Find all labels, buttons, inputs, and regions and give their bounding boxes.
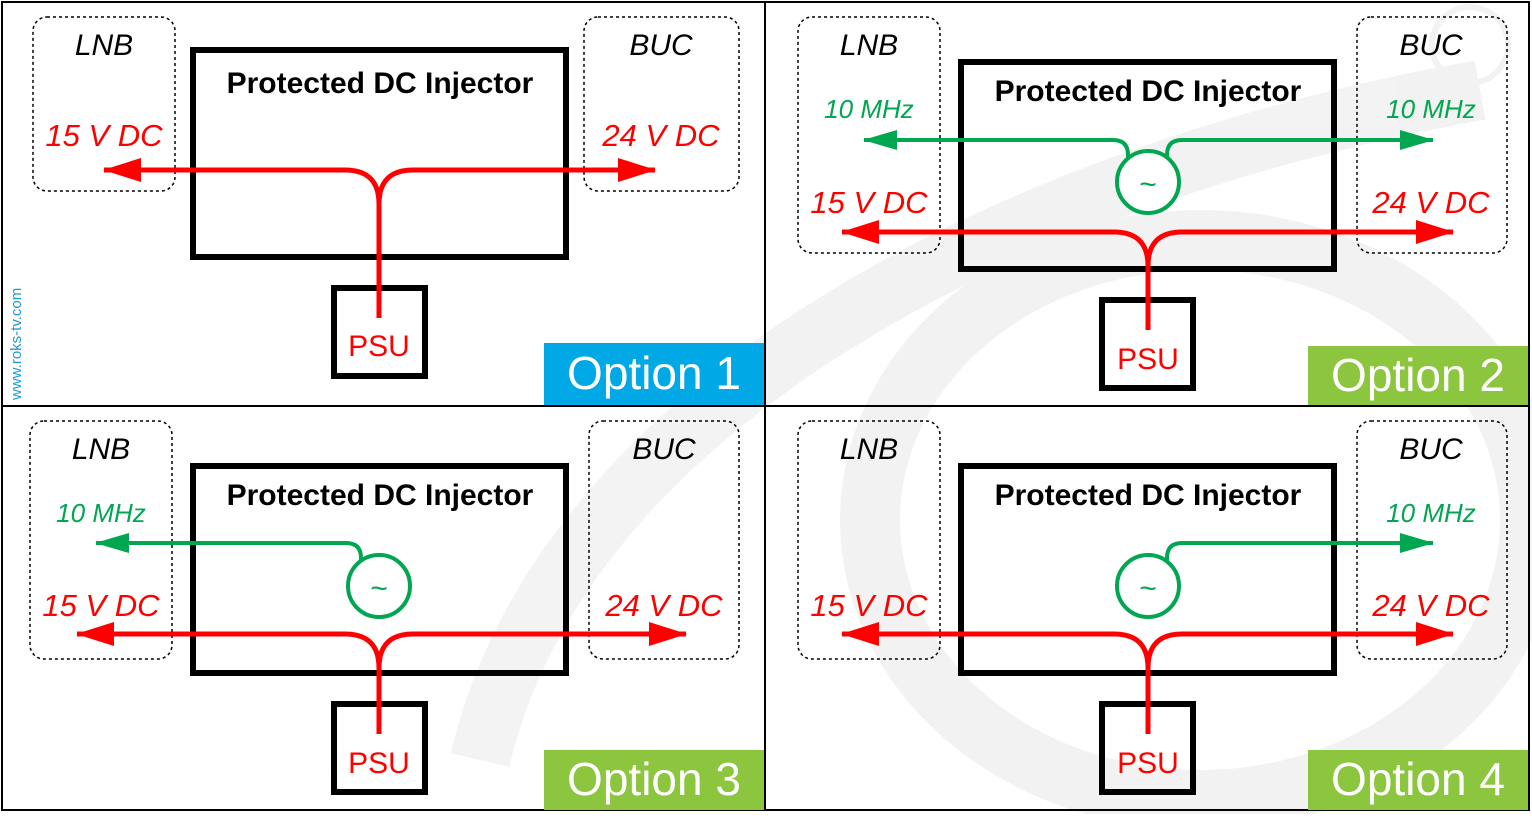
- lnb-box: [797, 16, 941, 254]
- buc-ref-label: 10 MHz: [1386, 498, 1476, 528]
- oscillator: [346, 553, 412, 619]
- psu-label: PSU: [1117, 747, 1179, 780]
- buc-box: [583, 16, 740, 192]
- lnb-ref-label: 10 MHz: [56, 498, 146, 528]
- injector-title: Protected DC Injector: [995, 75, 1302, 108]
- option-label: Option 1: [567, 347, 741, 399]
- lnb-label: LNB: [840, 29, 898, 62]
- option-label: Option 2: [1331, 349, 1505, 401]
- option-badge: [544, 343, 764, 405]
- lnb-box: [32, 16, 176, 192]
- buc-ref-label: 10 MHz: [1386, 94, 1476, 124]
- buc-label: BUC: [1399, 433, 1463, 466]
- buc-label: BUC: [1399, 29, 1463, 62]
- sine-wave-icon: ~: [370, 572, 388, 605]
- injector-title: Protected DC Injector: [995, 479, 1302, 512]
- option-badge: [1308, 346, 1528, 406]
- buc-box: [1356, 420, 1508, 660]
- lnb-dc-label: 15 V DC: [42, 588, 160, 623]
- buc-box: [588, 420, 740, 660]
- option-badge: [544, 750, 764, 810]
- buc-dc-label: 24 V DC: [601, 118, 720, 153]
- buc-label: BUC: [632, 433, 696, 466]
- option-label: Option 3: [567, 753, 741, 805]
- injector-title: Protected DC Injector: [227, 67, 534, 100]
- panel-option-4: ~ LNB BUC Protected DC Injector 10 MHz 1…: [764, 405, 1530, 811]
- ref-line-lnb: [863, 130, 1130, 162]
- dc-line: [103, 158, 382, 318]
- ref-line-buc: [1165, 130, 1434, 162]
- buc-dc-label: 24 V DC: [1371, 185, 1490, 220]
- lnb-dc-label: 15 V DC: [45, 118, 163, 153]
- lnb-dc-label: 15 V DC: [810, 588, 928, 623]
- injector-title: Protected DC Injector: [227, 479, 534, 512]
- lnb-ref-label: 10 MHz: [824, 94, 914, 124]
- ref-line-lnb: [95, 533, 363, 568]
- buc-dc-label: 24 V DC: [604, 588, 723, 623]
- lnb-box: [797, 420, 941, 660]
- dc-line-buc: [376, 158, 656, 205]
- dc-line-buc: [376, 622, 687, 669]
- oscillator: [1115, 149, 1181, 215]
- dc-line-buc: [1145, 220, 1454, 267]
- panel-option-2: ~ LNB BUC Protected DC Injector 10 MHz 1…: [764, 1, 1530, 407]
- ref-line-buc: [1165, 533, 1434, 568]
- website-watermark: www.roks-tv.com: [8, 288, 25, 401]
- option-label: Option 4: [1331, 753, 1505, 805]
- lnb-label: LNB: [72, 433, 130, 466]
- psu-label: PSU: [348, 747, 410, 780]
- option-badge: [1308, 750, 1528, 810]
- lnb-dc-label: 15 V DC: [810, 185, 928, 220]
- psu-label: PSU: [348, 330, 410, 363]
- sine-wave-icon: ~: [1139, 572, 1157, 605]
- panel-option-3: ~ LNB BUC Protected DC Injector 10 MHz 1…: [1, 405, 766, 811]
- lnb-label: LNB: [75, 29, 133, 62]
- lnb-label: LNB: [840, 433, 898, 466]
- buc-dc-label: 24 V DC: [1371, 588, 1490, 623]
- dc-line-buc: [1145, 622, 1454, 669]
- sine-wave-icon: ~: [1139, 168, 1157, 201]
- lnb-box: [29, 420, 173, 660]
- oscillator: [1115, 553, 1181, 619]
- buc-box: [1356, 16, 1508, 254]
- panel-option-1: LNB BUC Protected DC Injector 15 V DC 24…: [1, 1, 766, 407]
- buc-label: BUC: [629, 29, 693, 62]
- psu-label: PSU: [1117, 343, 1179, 376]
